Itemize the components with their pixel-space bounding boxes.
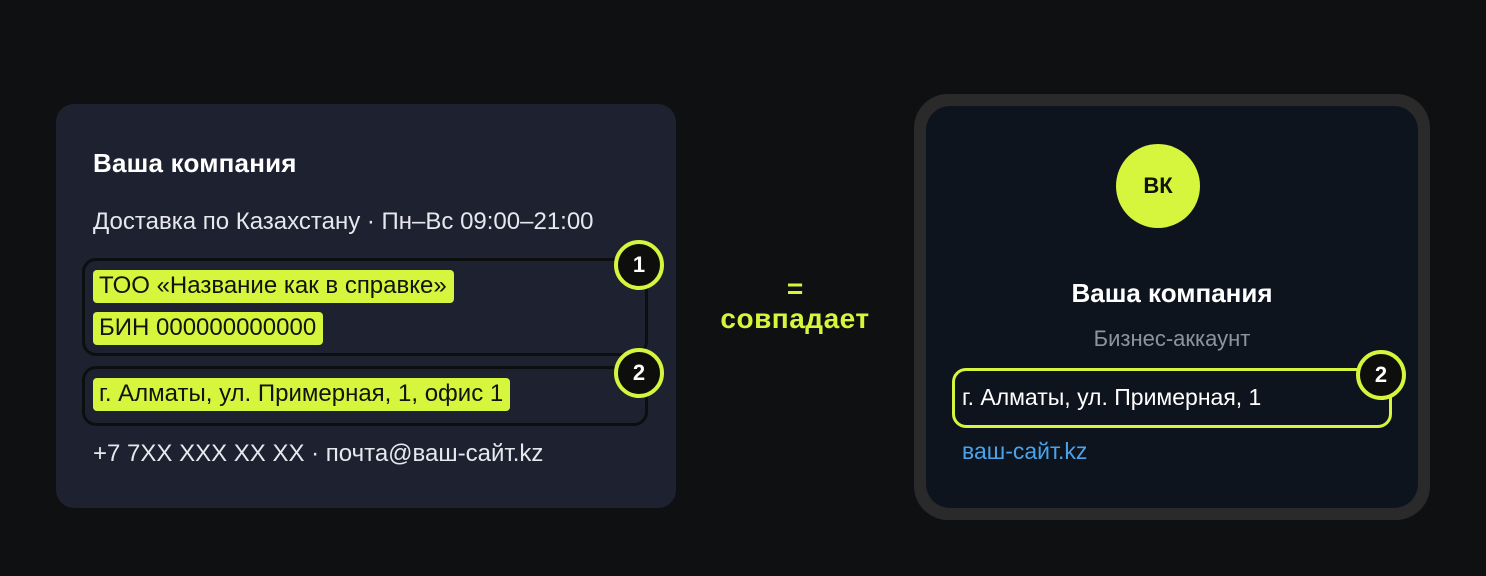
number-badge-2-right: 2 (1356, 350, 1406, 400)
legal-details-group (82, 258, 648, 356)
legal-name-highlight: ТОО «Название как в справке» (93, 270, 454, 303)
address-highlight: г. Алматы, ул. Примерная, 1, офис 1 (93, 378, 511, 411)
number-badge-1: 1 (614, 240, 664, 290)
delivery-info: Доставка по Казахстану · Пн–Вс 09:00–21:… (93, 208, 594, 235)
profile-name: Ваша компания (1071, 278, 1273, 308)
match-indicator: = совпадает (700, 274, 890, 334)
profile-site-link[interactable]: ваш-сайт.kz (962, 438, 1088, 464)
profile-address: г. Алматы, ул. Примерная, 1 (962, 384, 1262, 410)
equals-sign: = (786, 273, 804, 304)
contacts-info: +7 7XX XXX XX XX · почта@ваш-сайт.kz (93, 440, 544, 467)
company-title: Ваша компания (93, 148, 297, 178)
bin-highlight: БИН 000000000000 (93, 312, 324, 345)
number-badge-2-left: 2 (614, 348, 664, 398)
match-label: совпадает (720, 303, 870, 334)
account-type-label: Бизнес-аккаунт (1093, 326, 1251, 351)
avatar[interactable]: ВК (1116, 144, 1200, 228)
company-info-card: Ваша компания Доставка по Казахстану · П… (56, 104, 676, 508)
